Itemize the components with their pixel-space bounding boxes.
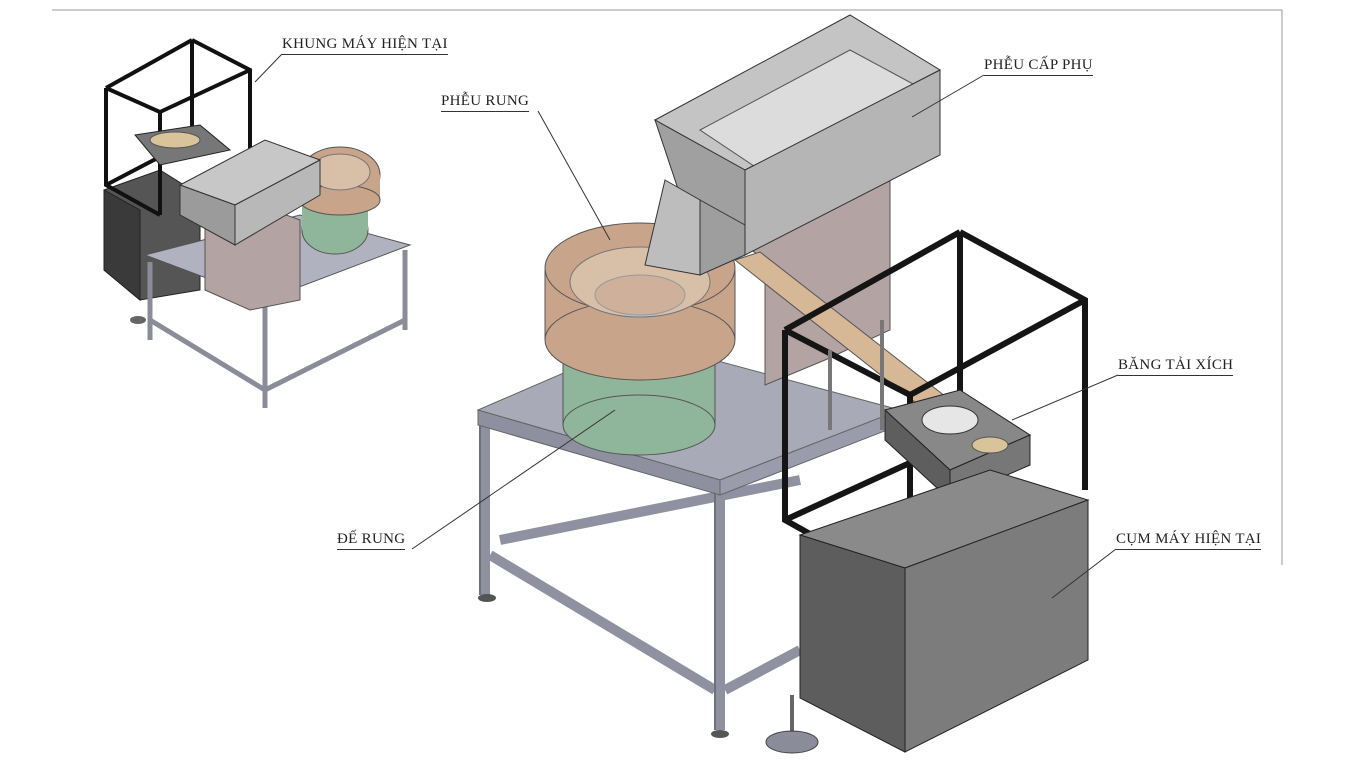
label-cum-may-hien-tai: CỤM MÁY HIỆN TẠI [1116, 531, 1262, 550]
label-pheu-rung: PHỄU RUNG [441, 93, 530, 112]
small-machine-overview [103, 38, 412, 408]
leader-lines [254, 53, 1119, 599]
steel-table-frame [480, 425, 803, 730]
vibratory-bowl [544, 222, 736, 381]
label-pheu-cap-phu: PHỄU CẤP PHỤ [984, 57, 1093, 76]
leveling-foot [765, 695, 819, 754]
drawing-border [52, 9, 1283, 565]
hopper [644, 14, 942, 276]
label-bang-tai-xich: BĂNG TẢI XÍCH [1118, 357, 1234, 376]
main-machine [476, 14, 1090, 754]
chain-conveyor [828, 320, 1032, 530]
label-khung-may-hien-tai: KHUNG MÁY HIỆN TẠI [282, 36, 448, 55]
cabinet [798, 469, 1090, 753]
label-de-rung: ĐẾ RUNG [337, 531, 406, 550]
